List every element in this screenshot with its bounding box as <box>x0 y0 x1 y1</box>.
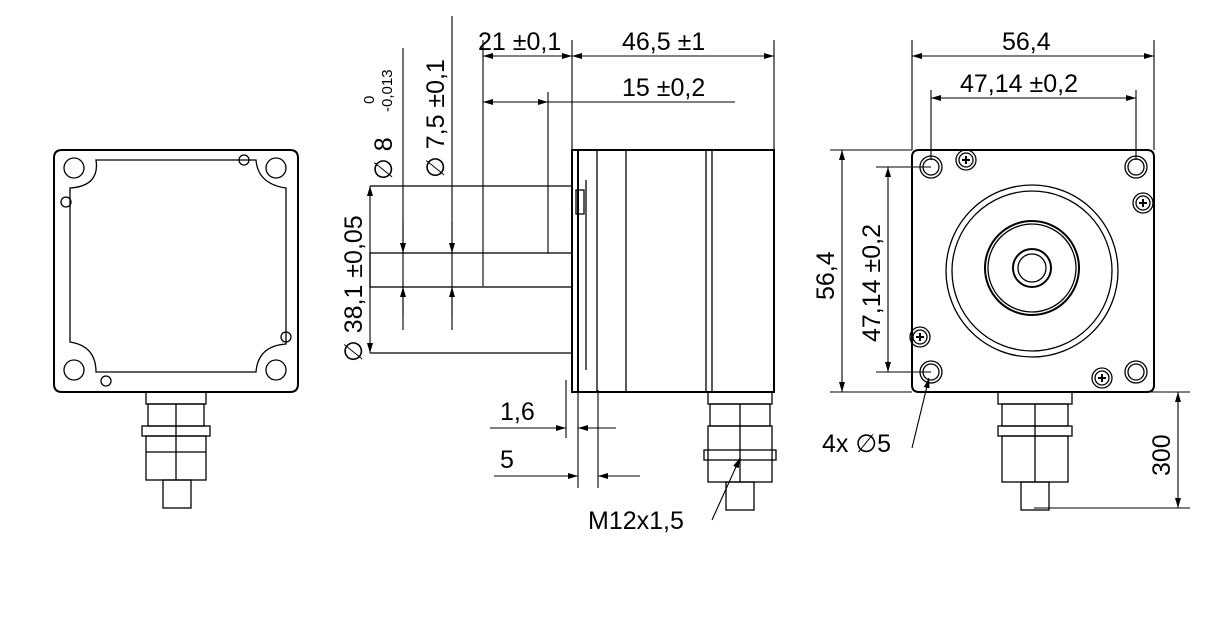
flange-thickness-label: 5 <box>500 446 514 474</box>
gland-thread-label: M12x1,5 <box>588 507 684 535</box>
front-cable-gland <box>997 391 1073 511</box>
side-view <box>369 149 777 511</box>
dimension-lines <box>367 16 1190 521</box>
body-length-label: 46,5 ±1 <box>622 28 705 56</box>
front-view <box>909 149 1155 511</box>
pilot-diameter-label: ∅ 38,1 ±0,05 <box>340 215 368 362</box>
shaft-diameter-label: ∅ 8 <box>370 137 398 180</box>
rear-cable-gland <box>141 391 211 509</box>
flat-diameter-label: ∅ 7,5 ±0,1 <box>422 59 450 178</box>
flat-length-label: 15 ±0,2 <box>622 74 705 102</box>
rear-view <box>53 149 299 509</box>
pilot-depth-label: 1,6 <box>500 398 535 426</box>
holes-label: 4x ∅5 <box>822 430 891 458</box>
height-label: 56,4 <box>812 251 840 300</box>
screw-icons <box>909 149 1154 389</box>
rear-corner-holes <box>60 154 292 387</box>
shaft-length-label: 21 ±0,1 <box>478 28 561 56</box>
hole-spacing-h-label: 47,14 ±0,2 <box>960 70 1078 98</box>
shaft-tolerance-upper: 0 <box>361 96 378 104</box>
cable-length-label: 300 <box>1148 434 1176 476</box>
hole-spacing-v-label: 47,14 ±0,2 <box>858 224 886 342</box>
shaft-tolerance-lower: -0,013 <box>379 69 396 112</box>
width-label: 56,4 <box>1002 28 1051 56</box>
dimension-labels: 21 ±0,1 46,5 ±1 15 ±0,2 ∅ 8 0 -0,013 ∅ 7… <box>340 28 1176 535</box>
mounting-holes <box>919 155 1148 384</box>
side-cable-gland <box>703 391 777 511</box>
